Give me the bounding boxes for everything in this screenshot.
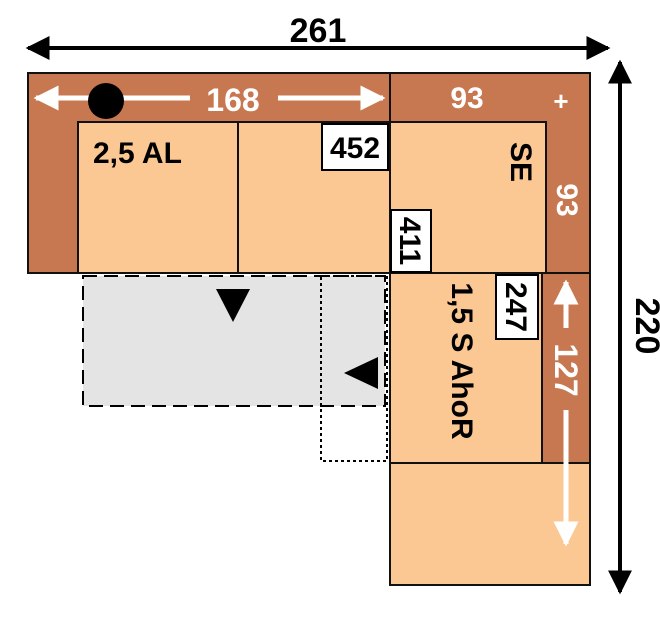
- triangle-down-icon: [216, 289, 250, 322]
- right-seat-depth-label: 127: [548, 343, 584, 396]
- left-code-box: [321, 123, 389, 171]
- overall-depth-label: 220: [628, 298, 660, 355]
- right-code-box: [495, 274, 539, 340]
- corner-depth-label: 93: [550, 183, 583, 216]
- dot-icon: [88, 83, 124, 119]
- right-module-end: [389, 462, 591, 586]
- left-seat-width-label: 168: [206, 82, 259, 118]
- right-module-label: 1,5 S AhoR: [445, 282, 478, 440]
- corner-code-label: 411: [393, 217, 426, 265]
- overall-width-label: 261: [290, 12, 347, 50]
- right-code-label: 247: [499, 282, 532, 332]
- corner-width-label: 93: [450, 82, 483, 115]
- left-module-label: 2,5 AL: [93, 137, 182, 170]
- plus-mark: +: [553, 86, 568, 116]
- left-module-seat-1: [77, 121, 239, 274]
- triangle-left-icon: [344, 357, 378, 389]
- left-code-label: 452: [330, 132, 380, 165]
- storage-extension: [320, 275, 388, 462]
- corner-module-label: SE: [504, 142, 537, 182]
- corner-code-box: [390, 209, 432, 273]
